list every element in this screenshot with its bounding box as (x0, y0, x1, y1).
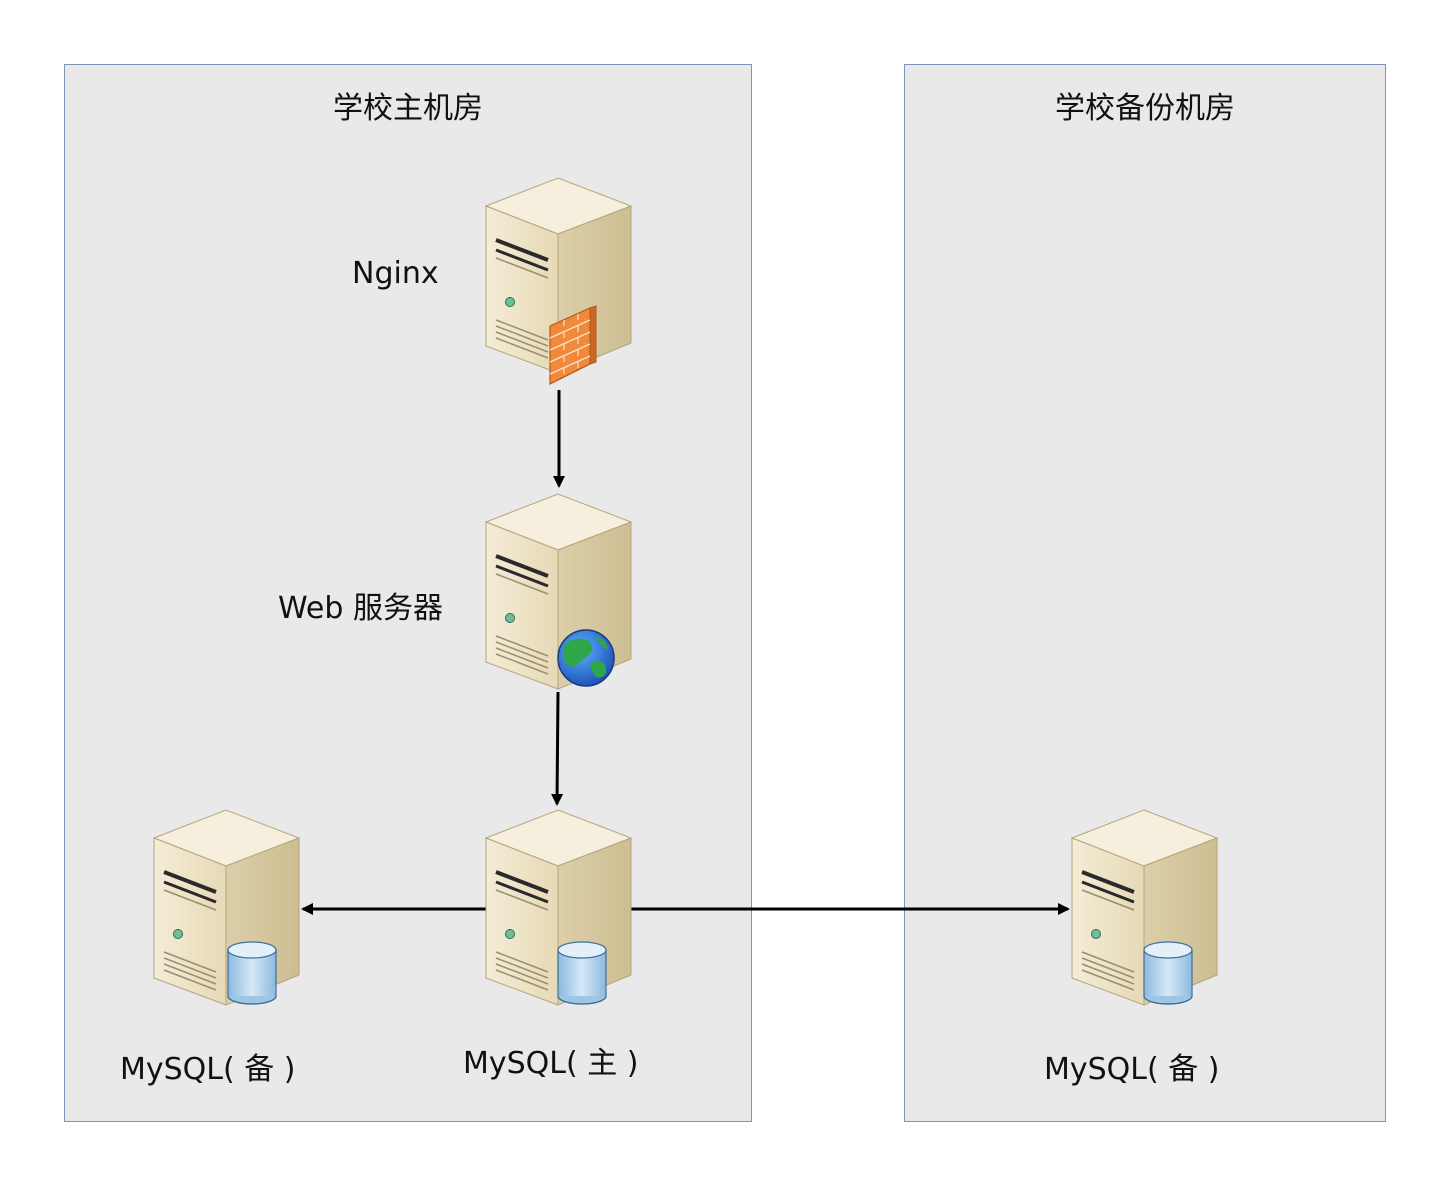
mysql-master-server-icon (484, 808, 633, 1007)
edge-web-to-mysql-master (551, 691, 564, 806)
mysql-master-label: MySQL( 主 ) (463, 1046, 639, 1081)
nginx-server-icon (484, 176, 633, 385)
firewall-icon (549, 305, 597, 385)
globe-icon (557, 629, 615, 687)
main-room-title: 学校主机房 (333, 91, 483, 126)
edges (301, 390, 1070, 915)
mysql-backup-slave-label: MySQL( 备 ) (1044, 1052, 1220, 1087)
database-icon (1143, 941, 1193, 1005)
backup-room-title: 学校备份机房 (1055, 91, 1235, 126)
mysql-local-slave-server-icon (152, 808, 301, 1007)
nginx-label: Nginx (352, 256, 439, 291)
database-icon (227, 941, 277, 1005)
mysql-backup-slave-server-icon (1070, 808, 1219, 1007)
database-icon (557, 941, 607, 1005)
web-server-label: Web 服务器 (278, 591, 443, 626)
web-server-icon (484, 492, 633, 691)
mysql-local-slave-label: MySQL( 备 ) (120, 1052, 296, 1087)
